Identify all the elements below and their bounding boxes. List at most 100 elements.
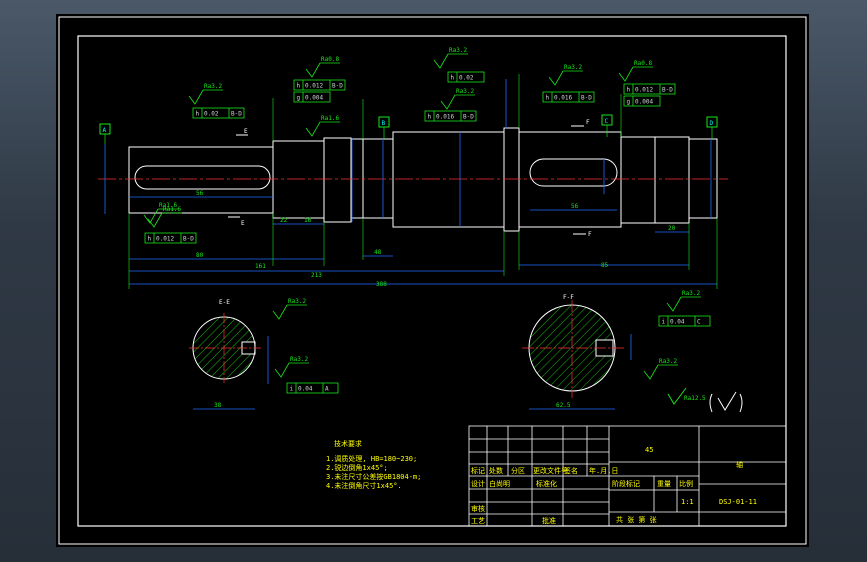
- svg-text:Ra3.2: Ra3.2: [659, 358, 677, 365]
- svg-text:B-D: B-D: [463, 114, 474, 121]
- section-e: E-E 38: [189, 299, 269, 410]
- svg-text:B: B: [382, 120, 386, 127]
- drawing-canvas[interactable]: 56 161 22 16 80 48 213 388 85 56 20 A B: [56, 14, 809, 547]
- tolerance-frame: g 0.004: [623, 95, 661, 107]
- roughness-symbol: Ra3.2: [548, 64, 583, 86]
- title-block-text: 45 轴 DSJ-01-11 标记 处数 分区 更改文件号 签名 年.月.日 设…: [471, 446, 757, 525]
- svg-text:Ra3.2: Ra3.2: [682, 290, 700, 297]
- svg-text:设计: 设计: [471, 479, 485, 488]
- svg-text:标准化: 标准化: [536, 479, 557, 488]
- svg-text:Ra0.8: Ra0.8: [634, 60, 652, 67]
- svg-text:h: h: [428, 114, 432, 121]
- roughness-symbol: Ra3.2: [188, 83, 223, 105]
- drawing-number: DSJ-01-11: [719, 498, 757, 506]
- svg-text:分区: 分区: [511, 466, 525, 475]
- tech-req-item: 4.未注倒角尺寸1x45°.: [326, 481, 402, 490]
- svg-text:阶段标记: 阶段标记: [612, 479, 640, 488]
- svg-text:0.02: 0.02: [459, 75, 474, 82]
- dim-overall: 388: [376, 281, 387, 288]
- roughness-symbol: Ra0.8: [618, 60, 653, 82]
- svg-text:C: C: [605, 118, 609, 125]
- tech-req-item: 1.调质处理, HB=180~230;: [326, 454, 417, 463]
- svg-text:0.04: 0.04: [298, 386, 313, 393]
- svg-text:0.012: 0.012: [635, 87, 653, 94]
- svg-text:B-D: B-D: [231, 111, 242, 118]
- roughness-symbol: Ra1.6: [305, 115, 340, 137]
- tech-req-title: 技术要求: [334, 439, 362, 448]
- svg-text:g: g: [297, 95, 301, 102]
- svg-text:F: F: [586, 119, 590, 126]
- svg-text:D: D: [710, 120, 714, 127]
- datum-c: C: [601, 114, 613, 137]
- svg-text:0.004: 0.004: [635, 99, 653, 106]
- cut-mark-f: F F: [571, 119, 592, 238]
- keyway-left: [134, 165, 271, 190]
- diameter-dims: [104, 79, 712, 227]
- svg-text:F: F: [588, 231, 592, 238]
- datum-d: D: [706, 116, 718, 139]
- tolerance-frame: g 0.004: [293, 91, 331, 103]
- svg-text:审核: 审核: [471, 504, 485, 513]
- svg-text:比例: 比例: [679, 479, 693, 488]
- tolerance-frame: i 0.04 C: [658, 315, 711, 327]
- svg-text:E: E: [244, 128, 248, 135]
- tech-requirements: 技术要求 1.调质处理, HB=180~230; 2.锐边倒角1x45°; 3.…: [326, 439, 421, 490]
- tech-req-item: 3.未注尺寸公差按GB1804-m;: [326, 472, 421, 481]
- roughness-symbol: Ra0.8: [305, 56, 340, 78]
- svg-text:A: A: [325, 386, 329, 393]
- svg-text:C: C: [697, 319, 701, 326]
- svg-text:重量: 重量: [657, 480, 671, 488]
- svg-text:E: E: [241, 220, 245, 227]
- svg-text:签名: 签名: [564, 466, 578, 475]
- roughness-symbol: Ra3.2: [666, 290, 701, 312]
- svg-text:h: h: [148, 236, 152, 243]
- roughness-symbol: Ra3.2: [274, 356, 309, 378]
- svg-text:0.04: 0.04: [670, 319, 685, 326]
- keyway-right: [529, 158, 618, 187]
- svg-text:标记: 标记: [471, 466, 485, 475]
- svg-text:Ra1.6: Ra1.6: [159, 202, 177, 209]
- svg-text:0.012: 0.012: [305, 83, 323, 90]
- outer-frame: [58, 16, 807, 545]
- svg-text:Ra12.5: Ra12.5: [684, 395, 706, 402]
- svg-text:1:1: 1:1: [681, 498, 694, 506]
- dim-mid: 48: [374, 249, 382, 256]
- svg-text:h: h: [451, 75, 455, 82]
- dim-right2: 56: [571, 203, 579, 210]
- tech-req-item: 2.锐边倒角1x45°;: [326, 463, 388, 472]
- inner-frame: [77, 35, 787, 527]
- part-name: 轴: [736, 460, 743, 469]
- svg-text:h: h: [196, 111, 200, 118]
- dim-213: 213: [311, 272, 322, 279]
- dim-seg1: 22: [280, 217, 288, 224]
- drawing-sheet: 56 161 22 16 80 48 213 388 85 56 20 A B: [56, 14, 809, 547]
- annotations: Ra3.2Ra3.2Ra1.6Ra0.8Ra3.2Ra3.2Ra1.6Ra0.8…: [143, 47, 711, 394]
- dim-sec-e: 38: [214, 402, 222, 409]
- svg-text:i: i: [662, 319, 666, 326]
- roughness-symbol: Ra1.6: [143, 202, 178, 224]
- svg-text:B-D: B-D: [581, 95, 592, 102]
- material: 45: [645, 446, 653, 454]
- roughness-symbol: Ra3.2: [643, 358, 678, 380]
- svg-text:0.004: 0.004: [305, 95, 323, 102]
- roughness-symbol: Ra1.6: [147, 206, 182, 228]
- dim-left-len: 80: [196, 252, 204, 259]
- svg-text:g: g: [627, 99, 631, 106]
- svg-text:B-D: B-D: [332, 83, 343, 90]
- roughness-symbol: Ra3.2: [440, 88, 475, 110]
- tolerance-frame: h 0.02: [447, 71, 485, 83]
- dim-r3: 20: [668, 225, 676, 232]
- svg-text:Ra3.2: Ra3.2: [204, 83, 222, 90]
- dim-total-left: 161: [255, 263, 266, 270]
- svg-text:0.016: 0.016: [436, 114, 454, 121]
- dim-right: 85: [601, 262, 609, 269]
- svg-text:0.012: 0.012: [156, 236, 174, 243]
- svg-text:处数: 处数: [489, 466, 503, 475]
- svg-text:A: A: [103, 127, 107, 134]
